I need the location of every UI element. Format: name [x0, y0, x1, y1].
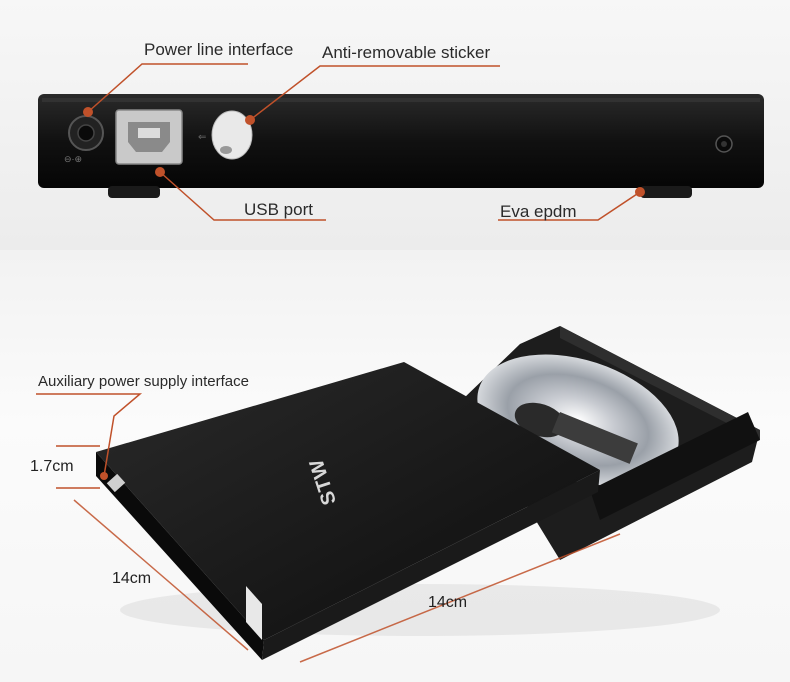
callout-aux-power: Auxiliary power supply interface: [38, 373, 249, 390]
callout-usb-port: USB port: [244, 200, 313, 219]
svg-text:⇐: ⇐: [198, 132, 206, 143]
drive-front-side: [262, 470, 600, 660]
auxiliary-power-port: [106, 473, 126, 493]
callout-dots-top: [83, 107, 645, 197]
callout-eva-epdm: Eva epdm: [500, 202, 577, 221]
rubber-foot-right: [640, 186, 692, 198]
callout-line-aux: [36, 393, 143, 477]
svg-text:⊖·⊕: ⊖·⊕: [64, 154, 82, 164]
drive-left-side: [96, 452, 264, 660]
dimension-lines: [56, 445, 621, 663]
callout-lines-top: [87, 63, 641, 221]
rubber-foot-left: [108, 186, 160, 198]
callout-power-line: Power line interface: [144, 40, 294, 59]
drive-top-surface: [96, 362, 600, 640]
drive-perspective-view: [96, 326, 760, 660]
callout-anti-removable: Anti-removable sticker: [322, 43, 491, 62]
anti-removable-sticker: [211, 110, 253, 160]
drive-rear-view: ⊖·⊕ ⇐: [38, 94, 764, 198]
dimension-depth: 14cm: [112, 570, 152, 587]
dimension-height: 1.7cm: [30, 458, 74, 475]
dimension-width: 14cm: [428, 594, 468, 611]
